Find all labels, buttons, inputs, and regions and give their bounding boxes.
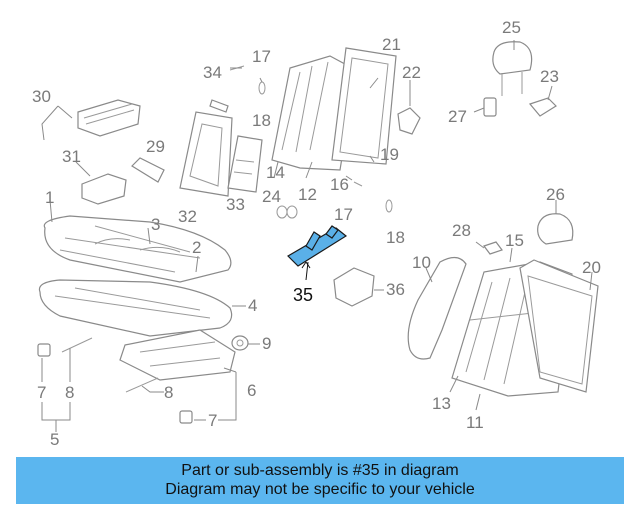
label-24: 24 (262, 187, 281, 206)
headrest-26-part[interactable] (537, 213, 574, 245)
clip-18a-part[interactable] (258, 81, 266, 95)
label-18b: 18 (386, 228, 405, 247)
trim-panel-29-part[interactable] (131, 157, 165, 183)
backrest-frame-32-part[interactable] (179, 111, 233, 197)
label-7a: 7 (37, 383, 46, 402)
clip-28-part[interactable] (483, 241, 503, 255)
grommet-9-part[interactable] (231, 335, 249, 351)
part-number-labels: 30 31 29 1 3 2 4 9 6 8 7 7 8 5 34 17 18 … (32, 18, 601, 449)
label-11: 11 (466, 413, 484, 432)
banner-part-line: Part or sub-assembly is #35 in diagram (181, 462, 459, 479)
headrest-guide-27-part[interactable] (483, 97, 497, 117)
rod-8-part[interactable] (61, 337, 159, 393)
label-17a: 17 (252, 47, 271, 66)
switch-module-part[interactable] (81, 173, 127, 205)
label-9: 9 (262, 334, 271, 353)
clip-24-part[interactable] (276, 205, 298, 219)
label-8a: 8 (65, 383, 74, 402)
backrest-frame-21-part[interactable] (331, 47, 397, 165)
label-5: 5 (50, 430, 59, 449)
label-25: 25 (502, 18, 521, 37)
label-4: 4 (248, 296, 257, 315)
part-info-banner: Part or sub-assembly is #35 in diagram D… (16, 457, 624, 504)
label-28: 28 (452, 221, 471, 240)
panel-33-part[interactable] (227, 135, 263, 193)
part-35-sensor-highlighted[interactable] (287, 225, 348, 267)
label-32: 32 (178, 207, 197, 226)
label-19: 19 (380, 145, 399, 164)
seat-heater-pad-part[interactable] (77, 99, 141, 137)
label-20: 20 (582, 258, 601, 277)
label-18a: 18 (252, 111, 271, 130)
label-22: 22 (402, 63, 421, 82)
control-module-36-part[interactable] (333, 267, 375, 307)
label-34: 34 (203, 63, 222, 82)
banner-disclaimer-line: Diagram may not be specific to your vehi… (165, 481, 475, 498)
seat-frame-part[interactable] (38, 279, 233, 337)
label-27: 27 (448, 107, 467, 126)
label-17b: 17 (334, 205, 353, 224)
label-33: 33 (226, 195, 245, 214)
leader-lines (41, 40, 593, 432)
label-29: 29 (146, 137, 165, 156)
clip-16-part[interactable] (353, 181, 363, 187)
bracket-22-part[interactable] (397, 107, 421, 135)
seat-pan-part[interactable] (119, 329, 236, 381)
clip-7b-part[interactable] (179, 410, 193, 424)
label-15: 15 (505, 231, 524, 250)
label-2: 2 (192, 238, 201, 257)
label-23: 23 (540, 67, 559, 86)
label-21: 21 (382, 35, 401, 54)
label-12: 12 (298, 185, 317, 204)
label-35: 35 (293, 285, 313, 305)
seat-cushion-part[interactable] (43, 215, 232, 283)
label-26: 26 (546, 185, 565, 204)
clip-18b-part[interactable] (385, 199, 393, 213)
label-14: 14 (266, 163, 285, 182)
label-8b: 8 (164, 383, 173, 402)
rear-backrest-frame-20-part[interactable] (519, 259, 599, 393)
headrest-guide-23-part[interactable] (528, 97, 557, 117)
label-10: 10 (412, 253, 431, 272)
headrest-25-part[interactable] (492, 41, 533, 96)
trim-strip-34-part[interactable] (209, 99, 229, 113)
clip-7-part[interactable] (37, 343, 51, 357)
label-31: 31 (62, 147, 81, 166)
label-13: 13 (432, 394, 451, 413)
label-30: 30 (32, 87, 51, 106)
label-16: 16 (330, 175, 349, 194)
label-3: 3 (151, 215, 160, 234)
seat-exploded-diagram: 30 31 29 1 3 2 4 9 6 8 7 7 8 5 34 17 18 … (32, 18, 601, 449)
label-7b: 7 (208, 411, 217, 430)
label-36: 36 (386, 280, 405, 299)
bolster-10-part[interactable] (407, 256, 467, 360)
label-1: 1 (45, 188, 54, 207)
label-6: 6 (247, 381, 256, 400)
